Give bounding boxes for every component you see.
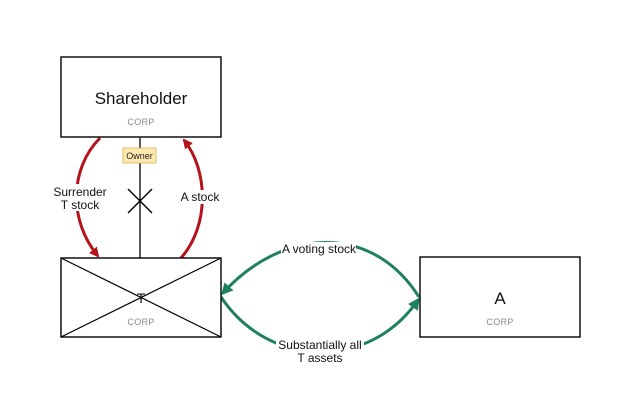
- shareholder-box: Shareholder CORP: [60, 56, 222, 138]
- a-box: A CORP: [419, 256, 581, 338]
- owner-label: Owner: [126, 151, 153, 161]
- surrender-label-line1: Surrender: [53, 185, 106, 199]
- assets-label-line1: Substantially all: [278, 338, 361, 352]
- t-name: T: [137, 290, 146, 306]
- voting-stock-label: A voting stock: [281, 242, 357, 256]
- t-type: CORP: [127, 317, 154, 327]
- owner-badge: Owner: [122, 147, 157, 164]
- shareholder-type: CORP: [127, 117, 154, 127]
- t-box-cross-line: [60, 257, 222, 338]
- assets-label-line2: T assets: [297, 351, 342, 365]
- a-stock-label-text: A stock: [181, 190, 221, 204]
- surrender-label-line2: T stock: [61, 198, 100, 212]
- broken-ownership-x-icon: [127, 188, 153, 214]
- surrender-stock-label: Surrender T stock: [52, 184, 107, 212]
- a-type: CORP: [486, 317, 513, 327]
- assets-transfer-label: Substantially all T assets: [276, 338, 364, 365]
- shareholder-name: Shareholder: [95, 89, 188, 108]
- t-box: T CORP: [60, 257, 222, 338]
- a-stock-label: A stock: [178, 190, 222, 204]
- voting-stock-label-text: A voting stock: [282, 242, 357, 256]
- a-name: A: [494, 289, 506, 308]
